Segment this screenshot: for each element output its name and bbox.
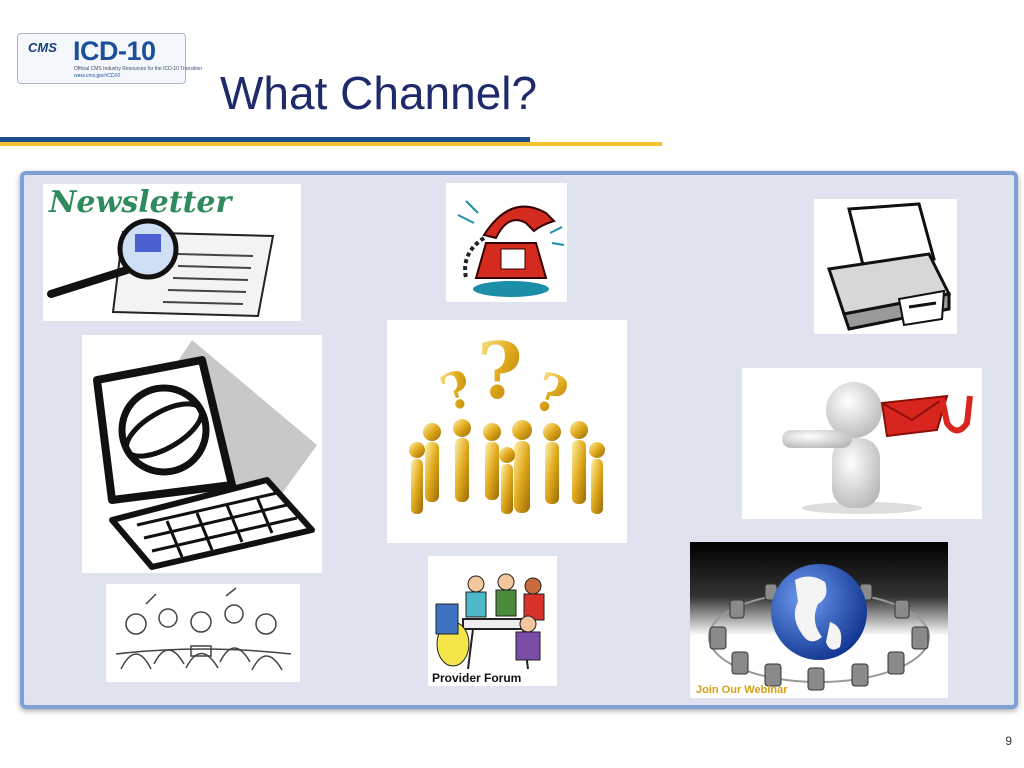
logo-tagline: Official CMS Industry Resources for the … [74,66,203,72]
meeting-sketch-image [106,584,300,682]
provider-forum-caption: Provider Forum [432,671,522,685]
newsletter-image: Newsletter [43,184,301,321]
page-number: 9 [1005,734,1012,748]
webinar-caption: Join Our Webinar [696,684,788,696]
provider-forum-image: Provider Forum [428,556,557,686]
title-rule-gold [0,142,662,146]
title-rule-blue [0,137,530,142]
fax-machine-image [814,199,957,334]
slide-title: What Channel? [220,67,538,119]
email-slingshot-image [742,368,982,519]
telephone-image [446,183,567,302]
newsletter-text: Newsletter [48,185,234,220]
logo-brand: CMS [28,40,57,55]
webinar-image: Join Our Webinar [690,542,948,698]
logo-url: www.cms.gov/ICD10 [74,73,121,79]
svg-text:?: ? [526,360,575,428]
logo-product: ICD-10 [73,36,156,66]
computer-image [82,335,322,573]
question-marks-crowd-image: ? ? ? [387,320,627,543]
cms-icd10-logo: CMS ICD-10 Official CMS Industry Resourc… [17,33,203,84]
svg-text:?: ? [477,326,523,417]
svg-text:?: ? [433,358,481,423]
